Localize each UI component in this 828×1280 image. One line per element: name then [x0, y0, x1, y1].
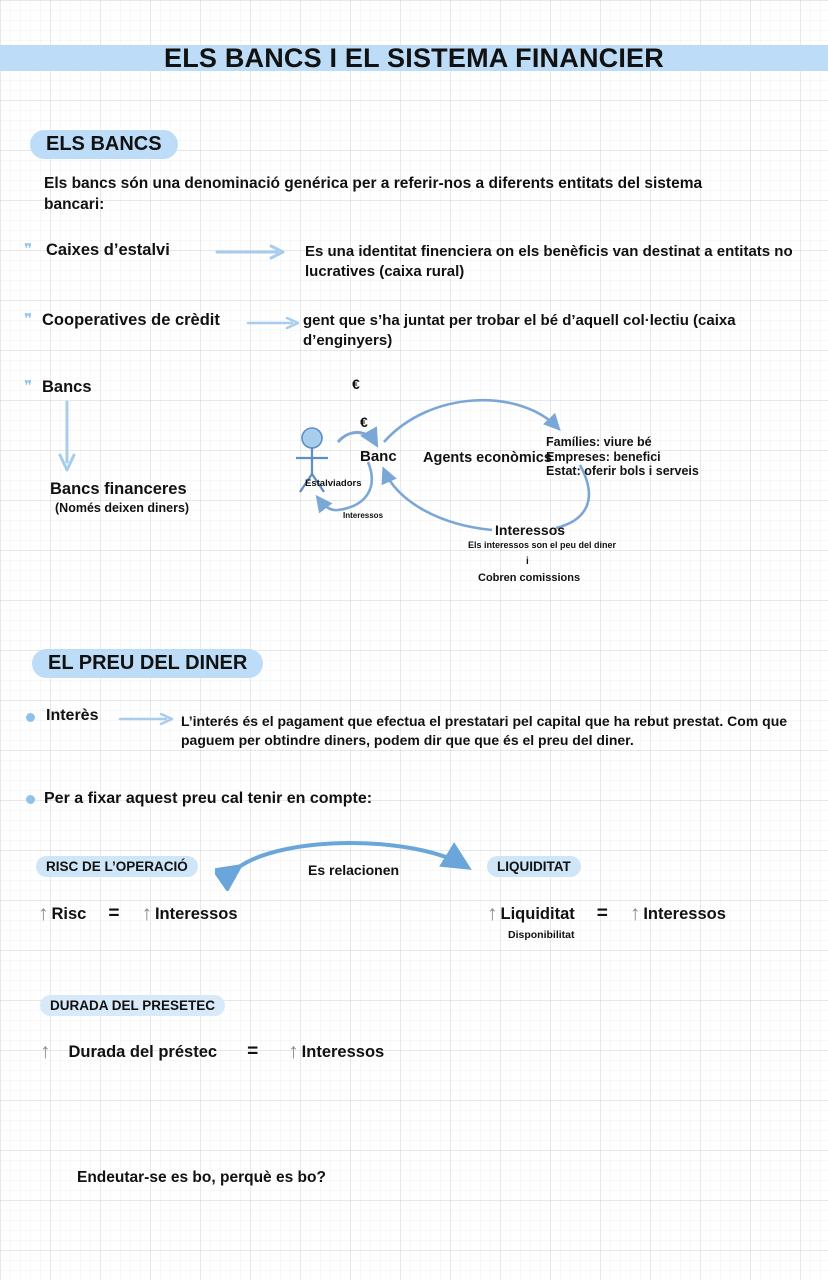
bancs-financeres-label: Bancs financeres	[50, 480, 187, 498]
term-cooperatives-credit: Cooperatives de crèdit	[42, 311, 220, 329]
bancs-financeres-sublabel: (Només deixen diners)	[55, 501, 190, 515]
term-interes: Interès	[46, 707, 99, 724]
closing-question: Endeutar-se es bo, perquè es bo?	[77, 1169, 326, 1186]
up-arrow-icon: ↑	[40, 1039, 51, 1063]
down-arrow-icon	[58, 400, 76, 472]
equation-liquiditat-right-term: Interessos	[643, 904, 726, 923]
crescent-bullet-icon: ❞	[24, 242, 33, 258]
pill-risc-operacio: RISC DE L’OPERACIÓ	[36, 856, 198, 877]
equation-risc-right-term: Interessos	[154, 904, 238, 923]
equals-sign: =	[247, 1041, 259, 1062]
up-arrow-icon: ↑	[141, 901, 152, 925]
equation-liquiditat-left-term: Liquiditat	[500, 904, 575, 923]
definition-interes: L’interés és el pagament que efectua el …	[181, 713, 788, 748]
up-arrow-icon: ↑	[38, 901, 49, 925]
currency-symbol-left: €	[360, 414, 368, 430]
up-arrow-icon: ↑	[288, 1039, 299, 1063]
section-heading-preu-diner-label: EL PREU DEL DINER	[48, 652, 248, 674]
node-interessos: Interessos	[495, 522, 566, 538]
label-interessos-small: Interessos	[343, 511, 384, 520]
intro-paragraph: Els bancs són una denominació genérica p…	[44, 175, 703, 213]
note-conjunction: i	[526, 556, 529, 567]
relation-arrow-label: Es relacionen	[308, 862, 400, 878]
currency-symbol-top: €	[352, 376, 360, 392]
section-heading-els-bancs-label: ELS BANCS	[46, 133, 162, 155]
equation-liquiditat-sublabel: Disponibilitat	[508, 929, 575, 941]
section-heading-preu-diner: EL PREU DEL DINER	[32, 649, 264, 678]
node-estalviadors: Estalviadors	[305, 478, 362, 489]
equation-durada-right-term: Interessos	[301, 1042, 385, 1061]
note-interessos-peu-diner: Els interessos son el peu del diner	[468, 540, 617, 550]
crescent-bullet-icon: ❞	[24, 379, 33, 395]
definition-cooperatives-credit: gent que s’ha juntat per trobar el bé d’…	[303, 312, 736, 349]
equation-durada: ↑ Durada del préstec = ↑ Interessos	[40, 1041, 384, 1063]
pill-durada-prestec: DURADA DEL PRESETEC	[40, 995, 226, 1016]
agents-detail-empreses: Empreses: benefici	[546, 449, 661, 464]
double-headed-curved-arrow-icon	[215, 841, 472, 891]
agents-detail-families: Famílies: viure bé	[546, 435, 652, 449]
note-cobren-comissions: Cobren comissions	[478, 572, 581, 584]
node-banc: Banc	[360, 448, 397, 465]
header-highlight-band	[0, 45, 828, 71]
diagram-arrows	[296, 398, 591, 532]
dot-bullet-icon	[26, 795, 35, 804]
definition-caixes-estalvi: Es una identitat finenciera on els benèf…	[305, 243, 793, 280]
agents-detail-estat: Estat: oferir bols i serveis	[546, 464, 699, 478]
up-arrow-icon: ↑	[487, 901, 498, 925]
term-caixes-estalvi: Caixes d’estalvi	[46, 241, 170, 259]
crescent-bullet-icon: ❞	[24, 312, 33, 328]
equation-liquiditat: ↑ Liquiditat = ↑ Interessos	[487, 903, 726, 925]
equation-risc-left-term: Risc	[51, 904, 87, 923]
pill-risc-operacio-label: RISC DE L’OPERACIÓ	[46, 859, 188, 874]
section-heading-els-bancs: ELS BANCS	[30, 130, 178, 159]
right-arrow-icon	[118, 712, 174, 726]
equation-risc: ↑ Risc = ↑ Interessos	[38, 903, 238, 925]
page-title: ELS BANCS I EL SISTEMA FINANCIER	[164, 43, 664, 73]
agents-detail-list: Famílies: viure bé Empreses: benefici Es…	[546, 435, 699, 479]
equals-sign: =	[108, 903, 120, 924]
up-arrow-icon: ↑	[629, 901, 641, 925]
term-per-fixar-preu: Per a fixar aquest preu cal tenir en com…	[44, 790, 373, 807]
dot-bullet-icon	[26, 713, 35, 722]
right-arrow-icon	[215, 244, 285, 260]
node-agents-economics: Agents econòmics	[423, 450, 552, 466]
equals-sign: =	[596, 903, 608, 924]
equation-durada-left-term: Durada del préstec	[68, 1042, 218, 1061]
bank-money-flow-diagram: € € Banc Agents econòmics Estalviadors I…	[280, 370, 710, 595]
term-bancs: Bancs	[42, 378, 92, 396]
pill-liquiditat-label: LIQUIDITAT	[497, 859, 571, 874]
right-arrow-icon	[246, 316, 300, 330]
pill-liquiditat: LIQUIDITAT	[487, 856, 581, 877]
pill-durada-prestec-label: DURADA DEL PRESETEC	[50, 998, 216, 1013]
